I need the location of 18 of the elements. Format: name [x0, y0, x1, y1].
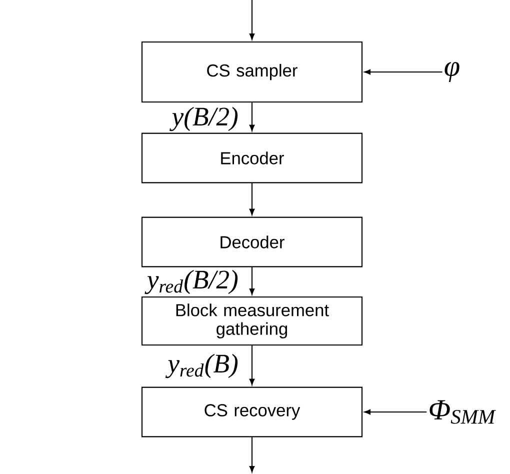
process-box: CS sampler [141, 41, 363, 103]
edge-label: y$_{red}$(B) [165, 354, 238, 378]
process-box: CS recovery [141, 386, 363, 438]
process-box: Encoder [141, 132, 363, 184]
process-box: Block measurement gathering [141, 296, 363, 346]
arrow [249, 0, 255, 40]
arrow [364, 409, 427, 415]
input-symbol: Φ$_{SMM}$ [430, 400, 496, 424]
process-box: Decoder [141, 216, 363, 268]
arrow [364, 69, 442, 75]
arrow [249, 437, 255, 472]
arrow [249, 267, 255, 295]
arrow [249, 183, 255, 216]
edge-label: y$_{red}$(B/2) [144, 270, 238, 294]
arrow [249, 346, 255, 386]
arrow [249, 102, 255, 132]
input-symbol: φ [444, 62, 460, 82]
edge-label: y(B/2) [170, 106, 238, 132]
